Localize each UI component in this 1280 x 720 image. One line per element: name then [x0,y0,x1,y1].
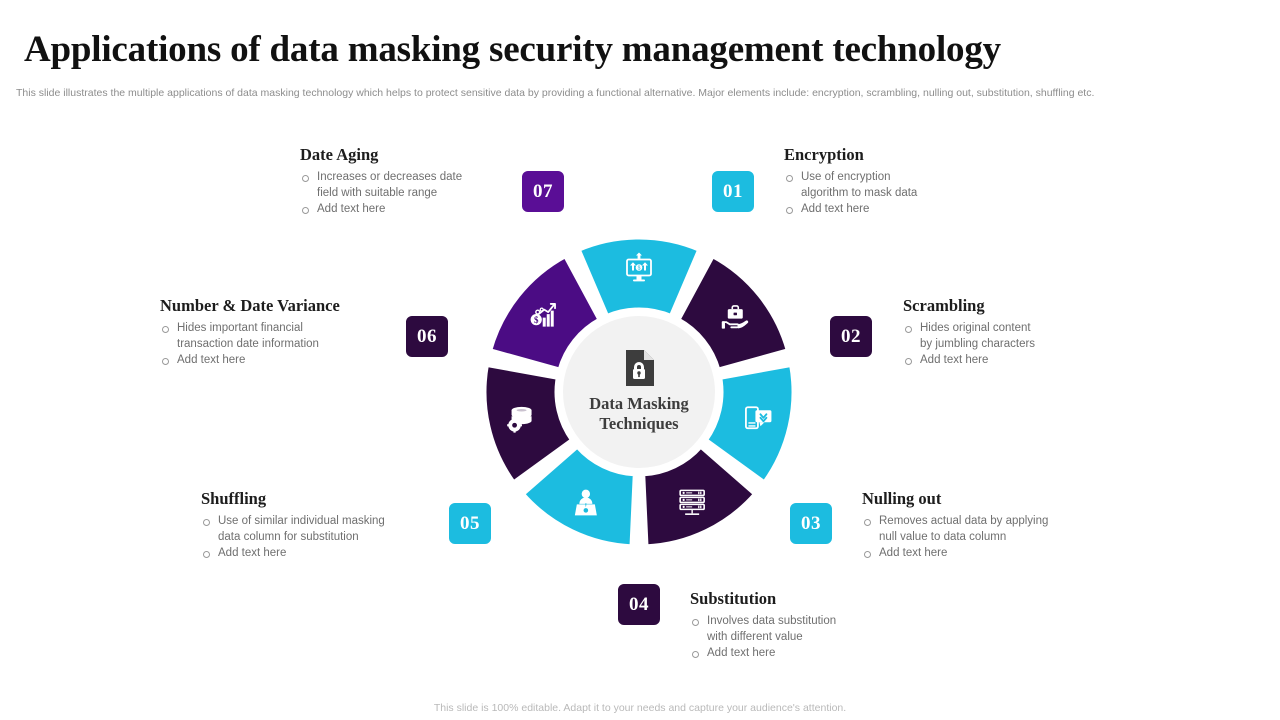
list-item: Removes actual data by applying null val… [862,514,1102,545]
money-growth-chart-icon: $ [530,303,556,327]
block-substitution: Substitution Involves data substitution … [690,589,915,663]
mobile-message-icon [745,406,772,430]
wheel-segment-06[interactable] [481,361,576,486]
block-bullet-list: Involves data substitution with differen… [690,614,915,662]
list-item: Add text here [201,546,436,562]
segment-badge-03[interactable]: 03 [787,500,835,547]
block-heading: Shuffling [201,489,267,508]
bullet-line-1: Add text here [177,354,246,366]
bullet-line-1: Add text here [879,547,948,559]
server-rack-icon [679,489,705,515]
bullet-line-2: transaction date information [177,337,319,350]
wheel-segment-05[interactable] [519,443,638,550]
bullet-line-2: with different value [707,630,803,643]
block-date-aging: Date Aging Increases or decreases date f… [300,145,515,219]
block-shuffling: Shuffling Use of similar individual mask… [201,489,436,563]
block-heading: Nulling out [862,489,942,508]
list-item: Add text here [784,202,999,218]
wheel-segment-04[interactable] [640,443,759,550]
block-bullet-list: Hides important financial transaction da… [160,321,405,369]
hand-briefcase-icon [721,305,749,329]
block-bullet-list: Increases or decreases date field with s… [300,170,515,218]
page-title: Applications of data masking security ma… [24,29,1001,70]
list-item: Increases or decreases date field with s… [300,170,515,201]
block-encryption: Encryption Use of encryption algorithm t… [784,145,999,219]
data-masking-wheel: $ [481,234,797,550]
block-heading: Substitution [690,589,777,608]
bullet-line-2: by jumbling characters [920,337,1036,350]
list-item: Add text here [300,202,515,218]
list-item: Use of encryption algorithm to mask data [784,170,999,201]
block-number-date-variance: Number & Date Variance Hides important f… [160,296,405,370]
bullet-line-1: Increases or decreases date [317,171,463,183]
block-scrambling: Scrambling Hides original content by jum… [903,296,1118,370]
bullet-line-2: field with suitable range [317,186,438,199]
segment-badge-07[interactable]: 07 [519,168,567,215]
hub-label-line2: Techniques [599,414,679,433]
bullet-line-1: Hides original content [920,322,1031,334]
list-item: Involves data substitution with differen… [690,614,915,645]
bullet-line-1: Add text here [707,647,776,659]
segment-badge-04[interactable]: 04 [615,581,663,628]
block-bullet-list: Use of similar individual masking data c… [201,514,436,562]
bullet-line-2: algorithm to mask data [801,186,918,199]
block-bullet-list: Removes actual data by applying null val… [862,514,1102,562]
wheel-segment-03[interactable] [702,361,797,486]
block-bullet-list: Hides original content by jumbling chara… [903,321,1118,369]
wheel-hub: Data Masking Techniques [563,316,715,468]
bullet-line-1: Add text here [801,203,870,215]
segment-badge-02[interactable]: 02 [827,313,875,360]
segment-badge-05[interactable]: 05 [446,500,494,547]
monitor-money-transfer-icon: $ [626,252,652,282]
bullet-line-1: Add text here [920,354,989,366]
bullet-line-1: Add text here [218,547,287,559]
bullet-line-1: Use of similar individual masking [218,515,385,527]
bullet-line-1: Removes actual data by applying [879,515,1049,527]
page-subtitle: This slide illustrates the multiple appl… [16,87,1095,99]
svg-text:$: $ [638,266,641,272]
bullet-line-1: Involves data substitution [707,615,837,627]
list-item: Add text here [903,353,1118,369]
block-nulling-out: Nulling out Removes actual data by apply… [862,489,1102,563]
list-item: Hides original content by jumbling chara… [903,321,1118,352]
document-lock-icon [626,350,654,386]
database-gear-icon [507,406,532,433]
bullet-line-2: data column for substitution [218,530,359,543]
wheel-segment-07[interactable] [487,253,603,373]
block-heading: Encryption [784,145,864,164]
list-item: Add text here [160,353,405,369]
list-item: Hides important financial transaction da… [160,321,405,352]
bullet-line-1: Add text here [317,203,386,215]
segment-badge-06[interactable]: 06 [403,313,451,360]
bullet-line-1: Use of encryption [801,171,891,183]
bullet-line-2: null value to data column [879,530,1007,543]
block-bullet-list: Use of encryption algorithm to mask data… [784,170,999,218]
hub-label: Data Masking Techniques [589,394,688,434]
person-podium-icon [574,489,597,516]
segment-badge-01[interactable]: 01 [709,168,757,215]
svg-text:$: $ [534,315,539,325]
block-heading: Scrambling [903,296,985,315]
list-item: Add text here [690,646,915,662]
hub-label-line1: Data Masking [589,394,689,413]
block-heading: Number & Date Variance [160,296,340,315]
bullet-line-1: Hides important financial [177,322,303,334]
block-heading: Date Aging [300,145,379,164]
list-item: Use of similar individual masking data c… [201,514,436,545]
list-item: Add text here [862,546,1102,562]
footer-note: This slide is 100% editable. Adapt it to… [433,702,847,714]
